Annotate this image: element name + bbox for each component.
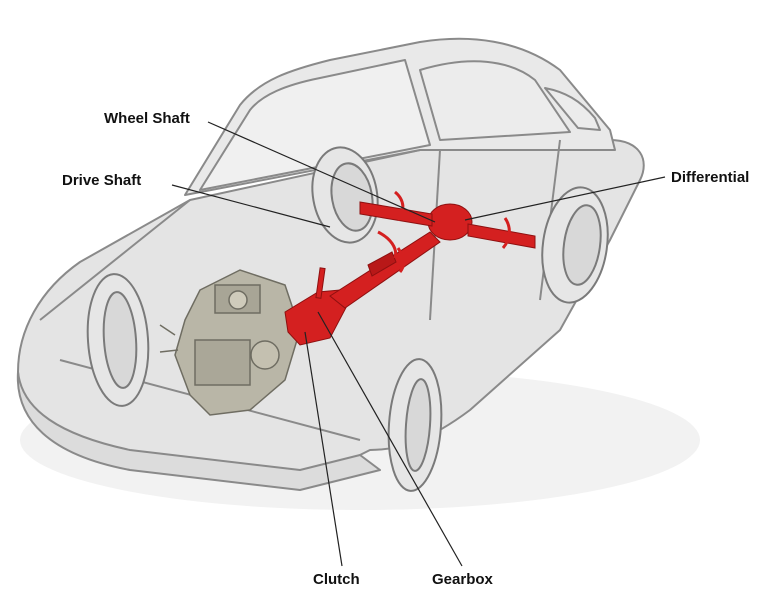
wheel-shaft-label: Wheel Shaft [104, 110, 190, 127]
drive-shaft-label: Drive Shaft [62, 172, 141, 189]
differential-label: Differential [671, 169, 749, 186]
clutch-label: Clutch [313, 571, 360, 588]
gearbox-label: Gearbox [432, 571, 493, 588]
